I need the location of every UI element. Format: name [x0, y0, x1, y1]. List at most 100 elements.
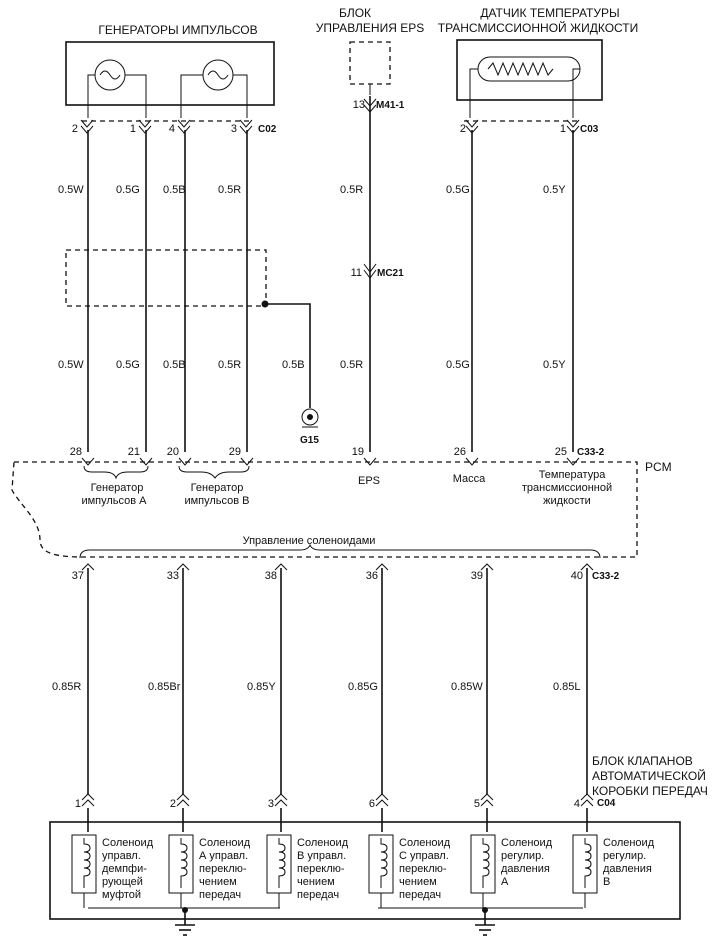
pcm-pin: 26 — [454, 446, 466, 458]
wire-label: 0.85W — [451, 681, 483, 693]
connector-m41-label: M41-1 — [376, 100, 405, 111]
solenoid-label: чением — [399, 876, 437, 888]
solenoid-label: давления — [603, 863, 652, 875]
pcm-pin: 39 — [471, 570, 483, 582]
wire-label: 0.5B — [282, 359, 305, 371]
connector-c04-label: C04 — [597, 798, 616, 809]
pin-chevron — [240, 457, 254, 466]
pin-chevron — [239, 125, 253, 134]
ground-g15-label: G15 — [300, 435, 319, 446]
wire-label: 0.5B — [163, 184, 186, 196]
solenoid-label: переклю- — [297, 863, 345, 875]
wire-labels-lower: 0.5W 0.5G 0.5B 0.5R 0.5B 0.5R 0.5G 0.5Y — [58, 359, 566, 371]
temp-pin-1: 2 — [460, 123, 466, 135]
pcm-gen-a-1: Генератор — [91, 482, 144, 494]
valve-block-title-1: БЛОК КЛАПАНОВ — [592, 754, 693, 768]
valve-pin: 5 — [474, 798, 480, 810]
pcm-pin: 37 — [72, 570, 84, 582]
eps-block-title-1: БЛОК — [339, 6, 371, 20]
eps-block-box — [349, 41, 391, 85]
solenoid-label: передач — [297, 889, 339, 901]
wire-label: 0.5R — [218, 359, 241, 371]
pin-chevron — [480, 563, 494, 571]
pin-chevron — [138, 125, 152, 134]
wire-label: 0.5G — [116, 359, 140, 371]
temp-sensor-box — [456, 39, 603, 101]
pcm-gen-a-2: импульсов А — [81, 495, 147, 507]
solenoid-label: А управл. — [199, 850, 248, 862]
solenoid-label: С управл. — [399, 850, 449, 862]
solenoid-label: регулир. — [603, 850, 646, 862]
coil-icon — [380, 838, 388, 888]
pcm-pin: 19 — [352, 446, 364, 458]
ground-g15: G15 — [300, 408, 319, 446]
pcm-pin: 29 — [229, 446, 241, 458]
solenoid-label: демпфи- — [102, 863, 147, 875]
pin-chevron — [274, 563, 288, 571]
pcm-pin: 33 — [167, 570, 179, 582]
pin-chevron — [81, 563, 95, 571]
coil-icon — [584, 838, 592, 888]
coil-icon — [278, 838, 286, 888]
connector-c33-bottom-label: C33-2 — [592, 571, 620, 582]
ground-icon — [301, 408, 319, 426]
valve-ground-icon — [175, 907, 195, 936]
wire-label: 0.5W — [58, 184, 84, 196]
pcm-pin: 38 — [265, 570, 277, 582]
pcm-eps: EPS — [358, 475, 380, 487]
pin-chevron — [177, 125, 191, 134]
coil-icon — [482, 838, 490, 888]
pcm-pin: 25 — [555, 446, 567, 458]
wire-label: 0.5G — [116, 184, 140, 196]
brace-gen-b — [178, 465, 250, 479]
gen-pin: 4 — [169, 123, 175, 135]
pcm-pin: 20 — [167, 446, 179, 458]
connector-mc21-label: MC21 — [377, 268, 404, 279]
wire-label: 0.85L — [553, 681, 581, 693]
pcm-temp-2: трансмиссионной — [522, 482, 612, 494]
wire-labels-upper: 0.5W 0.5G 0.5B 0.5R 0.5R 0.5G 0.5Y — [58, 184, 566, 196]
pcm-pin: 40 — [571, 570, 583, 582]
pin-chevron — [176, 563, 190, 571]
solenoid-label: переклю- — [199, 863, 247, 875]
solenoid-label: Соленоид — [399, 837, 451, 849]
eps-block-title-2: УПРАВЛЕНИЯ EPS — [316, 21, 425, 35]
pcm-pin: 21 — [128, 446, 140, 458]
pulse-generators: ГЕНЕРАТОРЫ ИМПУЛЬСОВ — [65, 23, 275, 118]
solenoid-label: Соленоид — [501, 837, 553, 849]
valve-block-title-2: АВТОМАТИЧЕСКОЙ — [592, 768, 706, 783]
brace-solenoid-control — [79, 543, 601, 559]
eps-block: БЛОК УПРАВЛЕНИЯ EPS — [316, 6, 425, 95]
temp-sensor: ДАТЧИК ТЕМПЕРАТУРЫ ТРАНСМИССИОННОЙ ЖИДКО… — [438, 6, 638, 118]
coil-icon — [83, 838, 91, 888]
wire-label: 0.5G — [446, 184, 470, 196]
valve-pin: 2 — [170, 798, 176, 810]
solenoid-label: В управл. — [297, 850, 346, 862]
gen-pin: 1 — [130, 123, 136, 135]
pcm-ground: Масса — [453, 473, 486, 485]
connector-c02-label: C02 — [258, 124, 277, 135]
connector-c03: 2 1 C03 — [460, 120, 599, 135]
shield-box — [65, 249, 267, 307]
wire-label: 0.5Y — [543, 184, 566, 196]
upper-wires: 11 MC21 — [65, 96, 574, 452]
wire-label: 0.85G — [348, 681, 378, 693]
pin-chevron — [375, 563, 389, 571]
solenoid-label: А — [501, 876, 509, 888]
gen-pin: 2 — [72, 123, 78, 135]
pcm-gen-b-2: импульсов В — [184, 495, 249, 507]
wire-label: 0.85R — [52, 681, 81, 693]
pin-chevron — [363, 457, 377, 466]
connector-m41: 13 M41-1 — [353, 99, 405, 111]
solenoid-label: Соленоид — [102, 837, 154, 849]
wire-label: 0.5G — [446, 359, 470, 371]
valve-pin: 4 — [574, 798, 580, 810]
